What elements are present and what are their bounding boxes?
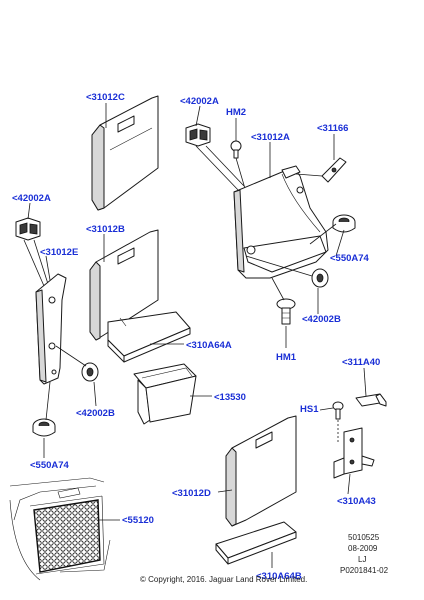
cargo-net-55120 [9, 477, 111, 581]
clip-42002b-right [311, 268, 329, 288]
trim-panel-31012b [89, 229, 159, 341]
trim-panel-31012d [225, 415, 297, 527]
callout-42002b-right[interactable]: <42002B [302, 314, 341, 325]
bumper-550a74-right [332, 214, 356, 233]
callout-31166[interactable]: <31166 [317, 123, 349, 134]
callout-42002b-left[interactable]: <42002B [76, 408, 115, 419]
callout-31012d[interactable]: <31012D [172, 488, 211, 499]
bracket-311a40 [355, 393, 387, 407]
trim-panel-31012c [91, 95, 159, 211]
callout-310a64b[interactable]: <310A64B [256, 571, 302, 582]
clip-42002a-top [185, 123, 211, 147]
callout-42002a-left[interactable]: <42002A [12, 193, 51, 204]
fastener-hm2 [230, 140, 242, 159]
callout-550a74-right[interactable]: <550A74 [330, 253, 369, 264]
clip-42002a-left [15, 217, 41, 241]
trim-panel-31012a [233, 165, 329, 279]
cover-310a64b [215, 521, 297, 565]
bracket-31166 [321, 157, 347, 183]
callout-31012b[interactable]: <31012B [86, 224, 125, 235]
callout-13530[interactable]: <13530 [214, 392, 246, 403]
callout-310a43[interactable]: <310A43 [337, 496, 376, 507]
callout-31012c[interactable]: <31012C [86, 92, 125, 103]
callout-31012a[interactable]: <31012A [251, 132, 290, 143]
callout-42002a-top[interactable]: <42002A [180, 96, 219, 107]
trim-panel-31012e [35, 273, 67, 385]
clip-42002b-left [81, 362, 99, 382]
diagram-reference: P0201841-02 [340, 566, 389, 575]
storage-bin-13530 [133, 363, 197, 425]
callout-hm1[interactable]: HM1 [276, 352, 297, 363]
fastener-hs1 [332, 401, 344, 420]
diagram-date: 08-2009 [348, 544, 378, 553]
callout-310a64a[interactable]: <310A64A [186, 340, 232, 351]
callout-311a40[interactable]: <311A40 [342, 357, 381, 368]
callout-hm2[interactable]: HM2 [226, 107, 247, 118]
copyright-notice: © Copyright, 2016. Jaguar Land Rover Lim… [140, 575, 308, 584]
callout-hs1[interactable]: HS1 [300, 404, 319, 415]
callout-31012e[interactable]: <31012E [40, 247, 79, 258]
bumper-550a74-left [32, 418, 56, 437]
diagram-code: 5010525 [348, 533, 380, 542]
callout-55120[interactable]: <55120 [122, 515, 154, 526]
bracket-310a43 [333, 427, 375, 479]
fastener-hm1 [276, 298, 296, 325]
callout-550a74-left[interactable]: <550A74 [30, 460, 69, 471]
diagram-initials: LJ [358, 555, 367, 564]
cover-310a64a [107, 311, 191, 363]
